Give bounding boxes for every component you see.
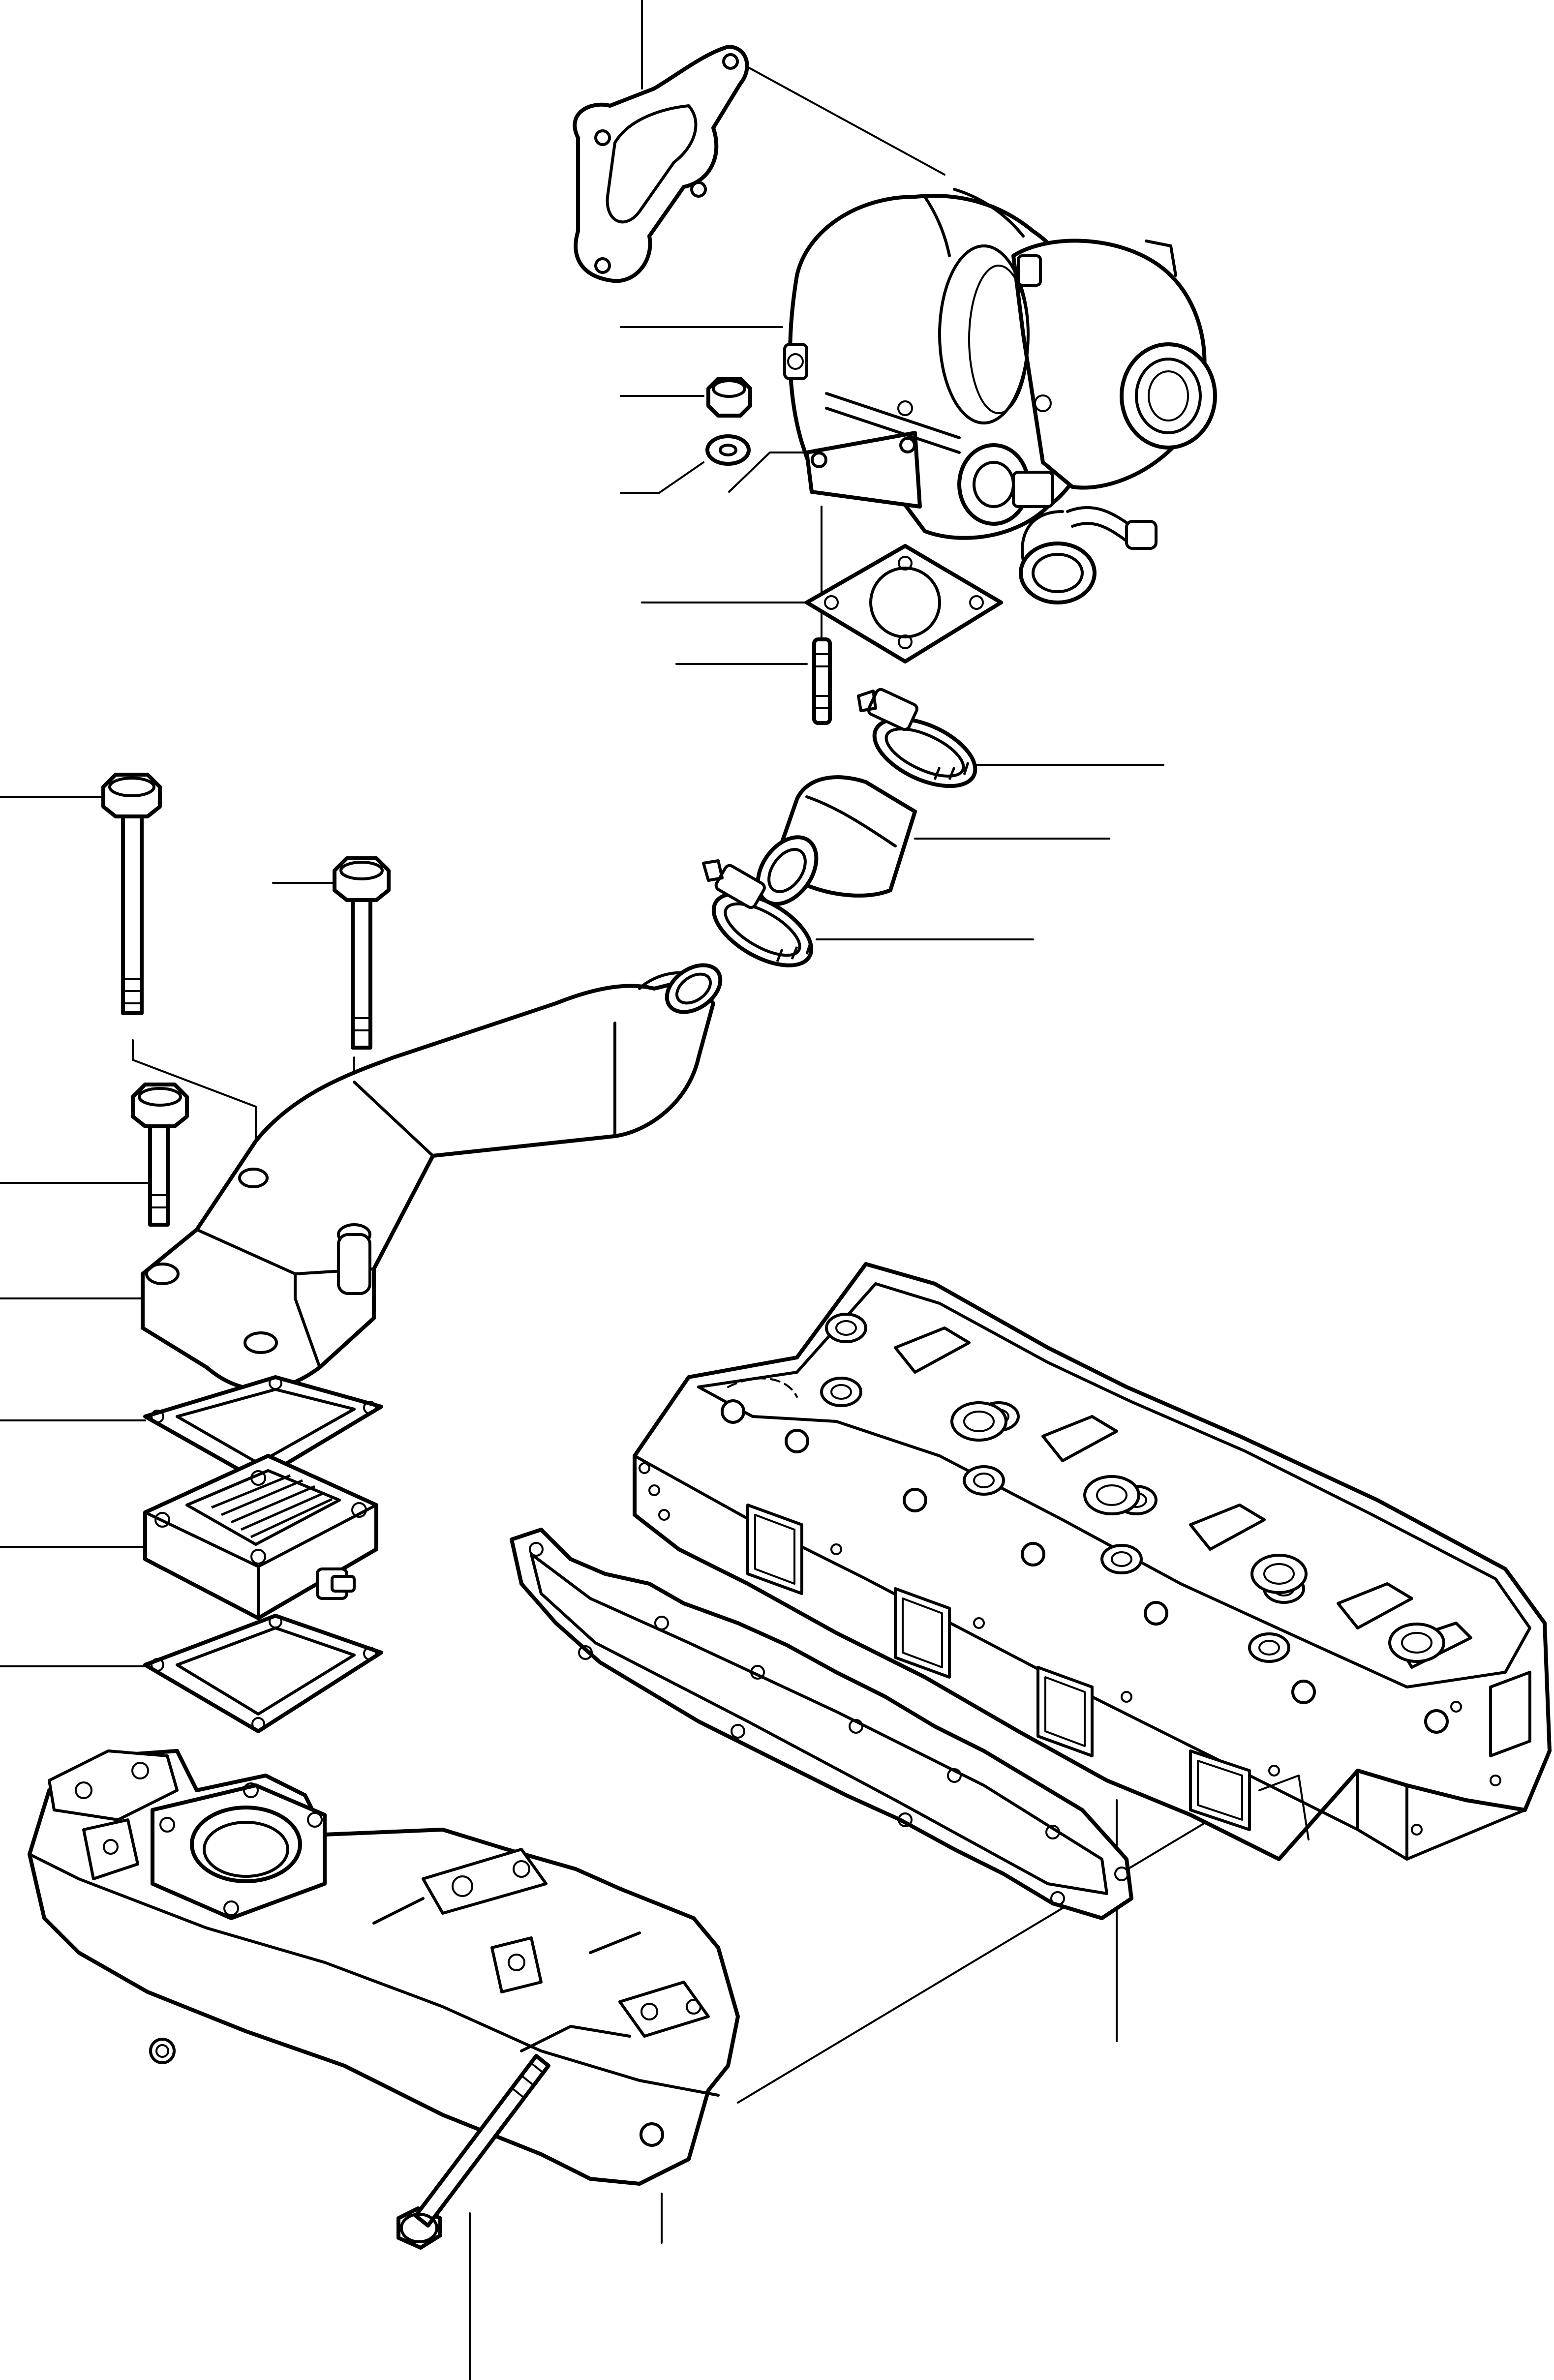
stud (812, 637, 832, 725)
cylinder-head (633, 1262, 1552, 1861)
intake-manifold (28, 1749, 740, 2186)
turbo-gasket-top (573, 45, 749, 283)
manifold-bolt (396, 2054, 550, 2250)
intake-pipe (141, 963, 723, 1391)
leader-line-washer (620, 461, 704, 494)
gasket-lower (143, 1614, 383, 1733)
hose (756, 775, 917, 906)
bolt-medium (333, 856, 391, 1050)
nut (706, 377, 752, 418)
turbo-flange-gasket (805, 544, 1003, 663)
washer (705, 434, 751, 466)
hose-clamp-upper (857, 688, 977, 788)
hose-clamp-lower (702, 859, 814, 967)
bolt-short (131, 1083, 189, 1227)
leader-line-gasket-to-turbo (732, 58, 945, 176)
turbocharger (783, 188, 1217, 604)
bolt-long (101, 773, 162, 1015)
heater-body (143, 1454, 378, 1620)
leader-lines (0, 0, 1260, 2380)
leader-line-manifold-to-head (737, 1789, 1260, 2104)
head-gasket (510, 1528, 1133, 1920)
